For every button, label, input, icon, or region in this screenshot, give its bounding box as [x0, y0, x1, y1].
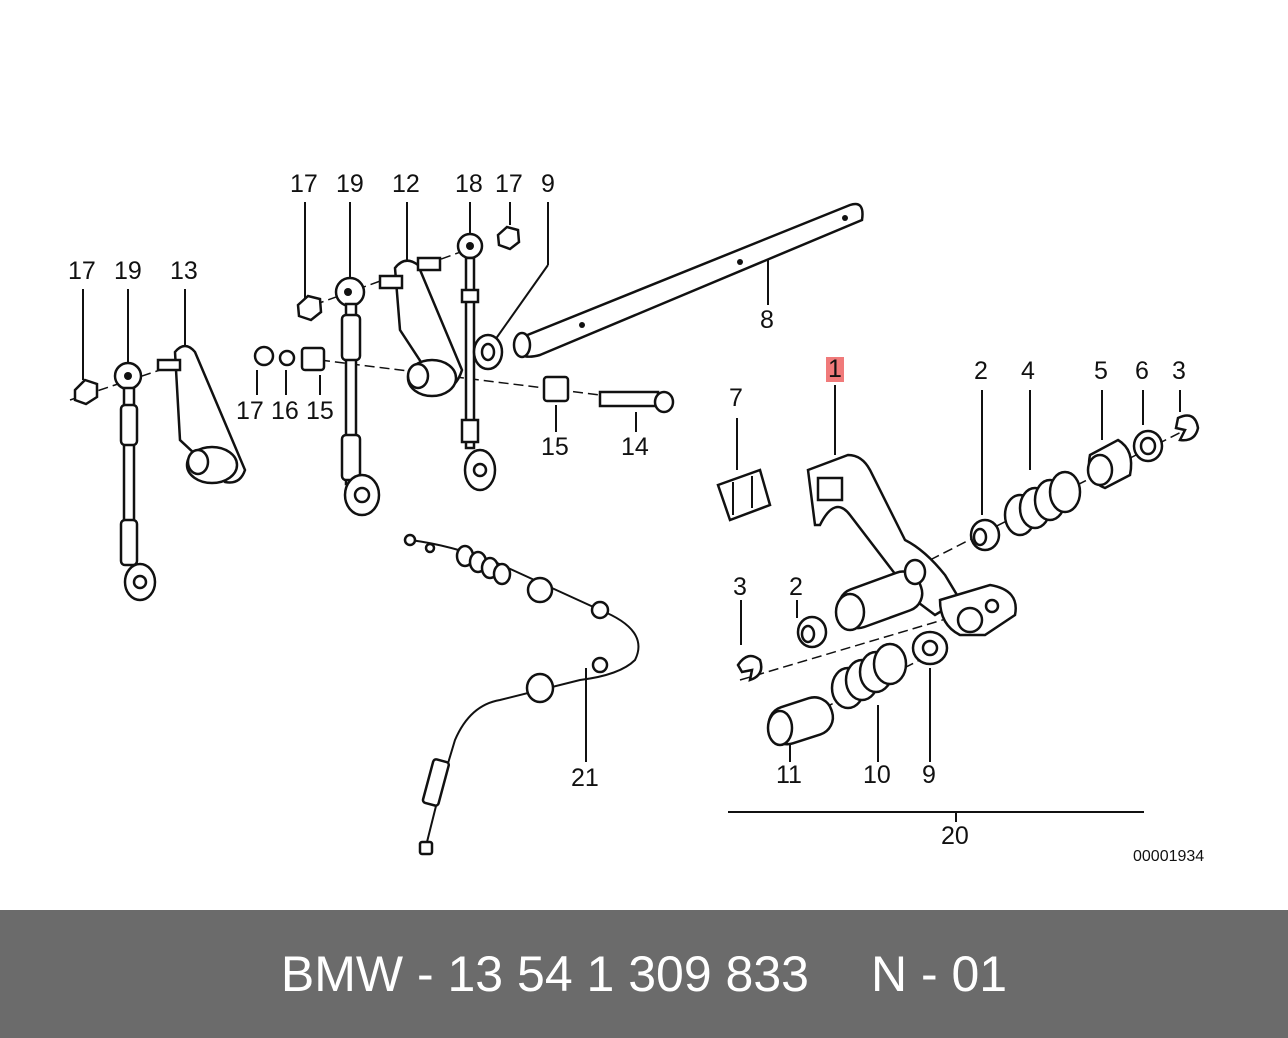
- callout-2-upper: 2: [974, 357, 988, 385]
- callout-18: 18: [455, 170, 483, 198]
- clip-part-7: [716, 468, 772, 522]
- part-number-label: BMW - 13 54 1 309 833: [280, 946, 809, 1002]
- lever-part-1: [806, 453, 1017, 637]
- callout-6: 6: [1135, 357, 1149, 385]
- left-linkage-assembly: [73, 344, 247, 602]
- callout-8: 8: [760, 306, 774, 334]
- cable-part-21: [403, 533, 640, 856]
- leader-lines: [82, 202, 1181, 822]
- callout-11: 11: [776, 761, 802, 789]
- callout-12: 12: [392, 170, 420, 198]
- drawing-number: 00001934: [1133, 848, 1205, 865]
- parts-diagram: [69, 202, 1200, 856]
- callout-17-mid: 17: [236, 397, 264, 425]
- callout-15-left: 15: [306, 397, 334, 425]
- callout-3-lower: 3: [733, 573, 747, 601]
- right-spring-assembly: [969, 414, 1200, 552]
- spring-part-4: [1003, 470, 1082, 537]
- callout-17-upper-right: 17: [495, 170, 523, 198]
- shaft-part-8: [512, 202, 864, 359]
- callout-17-left: 17: [68, 257, 96, 285]
- footer-bar: BMW - 13 54 1 309 833 N - 01: [0, 910, 1288, 1038]
- footer-caption: BMW - 13 54 1 309 833 N - 01: [0, 910, 1288, 1038]
- spring-part-10: [830, 642, 908, 710]
- middle-linkage-assembly: [253, 225, 675, 517]
- callout-3-upper: 3: [1172, 357, 1186, 385]
- callout-17-upper: 17: [290, 170, 318, 198]
- callout-19-left: 19: [114, 257, 142, 285]
- callout-9-upper: 9: [541, 170, 555, 198]
- callout-19-upper: 19: [336, 170, 364, 198]
- callout-14: 14: [621, 433, 649, 461]
- callout-9-lower: 9: [922, 761, 936, 789]
- exploded-view-drawing: [69, 202, 1200, 856]
- callout-16: 16: [271, 397, 299, 425]
- callout-20: 20: [941, 822, 969, 850]
- callout-7: 7: [729, 384, 743, 412]
- callout-1-highlighted: 1: [826, 355, 844, 383]
- callout-10: 10: [863, 761, 891, 789]
- callout-15-right: 15: [541, 433, 569, 461]
- variant-label: N - 01: [870, 946, 1008, 1002]
- callout-13: 13: [170, 257, 198, 285]
- lower-spring-assembly: [736, 615, 949, 747]
- callout-2-lower: 2: [789, 573, 803, 601]
- callout-4: 4: [1021, 357, 1035, 385]
- callout-21: 21: [571, 764, 599, 792]
- callout-5: 5: [1094, 357, 1108, 385]
